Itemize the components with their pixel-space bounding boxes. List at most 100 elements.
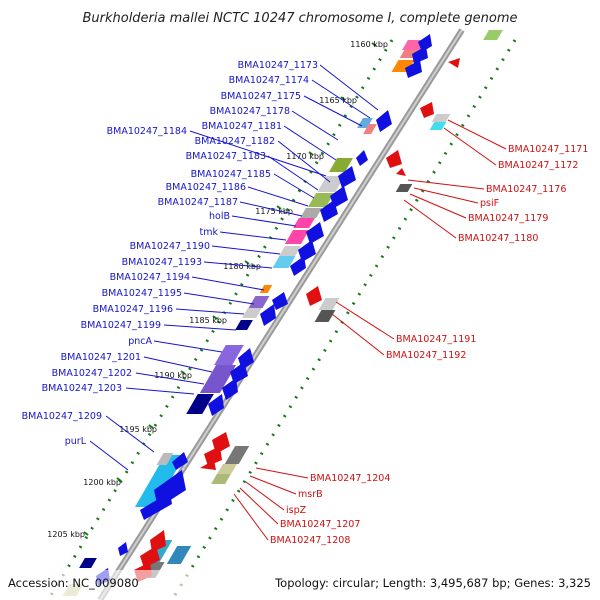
tick-marks: 1160 kbp 1165 kbp 1170 kbp 1175 kbp 1180… bbox=[47, 40, 388, 539]
cog-box bbox=[217, 464, 237, 474]
gene-label: msrB bbox=[298, 489, 323, 500]
tick-mark bbox=[244, 260, 250, 265]
cog-box bbox=[211, 474, 231, 484]
tick-mark bbox=[180, 370, 186, 375]
tick-mark bbox=[148, 424, 154, 429]
leader-line bbox=[233, 493, 269, 541]
gene-label: BMA10247_1201 bbox=[61, 352, 141, 363]
tick-label: 1190 kbp bbox=[154, 371, 192, 380]
leader-line bbox=[403, 199, 457, 239]
reverse-cog-boxes bbox=[166, 30, 503, 564]
gene-arrow bbox=[222, 378, 238, 400]
leader-line bbox=[247, 186, 309, 207]
gene-arrow bbox=[140, 546, 160, 568]
leader-line bbox=[407, 179, 485, 190]
forward-cog-boxes bbox=[62, 40, 426, 596]
leader-line bbox=[335, 301, 395, 340]
gene-arrow bbox=[356, 150, 368, 166]
leader-line bbox=[189, 130, 327, 177]
gene-arrow bbox=[172, 452, 188, 470]
cog-box bbox=[166, 546, 192, 564]
leader-line bbox=[175, 308, 245, 315]
leader-line bbox=[211, 245, 281, 255]
cog-box bbox=[279, 246, 301, 256]
cog-box bbox=[307, 193, 335, 207]
tick-label: 1195 kbp bbox=[119, 425, 157, 434]
gene-arrow bbox=[396, 168, 406, 176]
leader-line bbox=[413, 187, 479, 204]
leader-line bbox=[409, 193, 467, 219]
gene-arrow bbox=[260, 304, 276, 326]
gene-label: BMA10247_1173 bbox=[238, 60, 318, 71]
gene-arrow bbox=[418, 34, 432, 52]
leader-line bbox=[443, 127, 497, 166]
gene-label: BMA10247_1184 bbox=[107, 126, 187, 137]
gene-label: BMA10247_1192 bbox=[386, 350, 466, 361]
tick-mark bbox=[340, 96, 346, 101]
tick-mark bbox=[308, 151, 314, 156]
gene-arrow bbox=[412, 46, 428, 64]
gene-arrow bbox=[290, 256, 306, 276]
leader-line bbox=[239, 487, 279, 525]
gene-label: BMA10247_1175 bbox=[221, 91, 301, 102]
left-gene-labels: BMA10247_1173 BMA10247_1174 BMA10247_117… bbox=[22, 60, 318, 447]
gene-label: BMA10247_1171 bbox=[508, 144, 588, 155]
cog-box bbox=[363, 124, 377, 134]
gene-arrow bbox=[150, 530, 166, 552]
tick-label: 1175 kbp bbox=[255, 207, 293, 216]
gene-arrow bbox=[386, 150, 402, 168]
leader-line bbox=[219, 231, 287, 241]
cog-box bbox=[214, 345, 244, 365]
gene-arrow bbox=[420, 102, 434, 118]
gene-label: BMA10247_1181 bbox=[202, 121, 282, 132]
map-title: Burkholderia mallei NCTC 10247 chromosom… bbox=[82, 11, 517, 26]
cog-box bbox=[293, 218, 315, 228]
cog-box bbox=[328, 158, 354, 172]
right-gene-labels: BMA10247_1171 BMA10247_1172 BMA10247_117… bbox=[270, 144, 588, 546]
gene-label: BMA10247_1190 bbox=[130, 241, 210, 252]
gene-label: BMA10247_1185 bbox=[191, 169, 271, 180]
gene-arrow bbox=[204, 446, 222, 466]
gene-label: BMA10247_1203 bbox=[42, 383, 122, 394]
tick-label: 1160 kbp bbox=[350, 40, 388, 49]
gene-label: BMA10247_1202 bbox=[52, 368, 132, 379]
cog-box bbox=[224, 446, 250, 464]
cog-box bbox=[259, 285, 273, 293]
gene-label: BMA10247_1172 bbox=[498, 160, 578, 171]
gene-label: pncA bbox=[128, 336, 152, 347]
tick-label: 1180 kbp bbox=[223, 262, 261, 271]
gene-arrow bbox=[140, 492, 172, 520]
leader-line bbox=[245, 481, 285, 511]
leader-line bbox=[183, 292, 255, 305]
tick-label: 1185 kbp bbox=[189, 316, 227, 325]
gene-arrow bbox=[298, 240, 316, 262]
gene-label: purL bbox=[65, 436, 87, 447]
gene-arrow bbox=[448, 58, 460, 68]
gene-arrow bbox=[208, 394, 224, 416]
gene-arrow bbox=[320, 200, 338, 222]
right-leader-lines bbox=[233, 119, 507, 541]
tick-label: 1205 kbp bbox=[47, 530, 85, 539]
gene-arrow bbox=[118, 542, 128, 556]
leader-line bbox=[89, 440, 129, 471]
leader-line bbox=[125, 387, 195, 395]
gene-label: BMA10247_1196 bbox=[93, 304, 173, 315]
leader-line bbox=[311, 79, 371, 119]
gene-label: BMA10247_1208 bbox=[270, 535, 350, 546]
leader-line bbox=[319, 64, 379, 111]
leader-line bbox=[239, 201, 303, 217]
cog-box bbox=[431, 114, 451, 122]
gene-label: holB bbox=[209, 211, 230, 222]
cog-box bbox=[314, 310, 336, 322]
gene-label: psiF bbox=[480, 198, 499, 209]
accession-text: Accession: NC_009080 bbox=[8, 576, 139, 590]
leader-line bbox=[303, 95, 363, 127]
left-leader-lines bbox=[89, 64, 379, 471]
gene-label: BMA10247_1187 bbox=[158, 197, 238, 208]
leader-line bbox=[191, 276, 265, 291]
gene-label: BMA10247_1174 bbox=[229, 75, 309, 86]
cog-box bbox=[79, 558, 97, 568]
cog-box bbox=[272, 256, 296, 268]
leader-line bbox=[203, 261, 273, 269]
gene-label: BMA10247_1176 bbox=[486, 184, 566, 195]
